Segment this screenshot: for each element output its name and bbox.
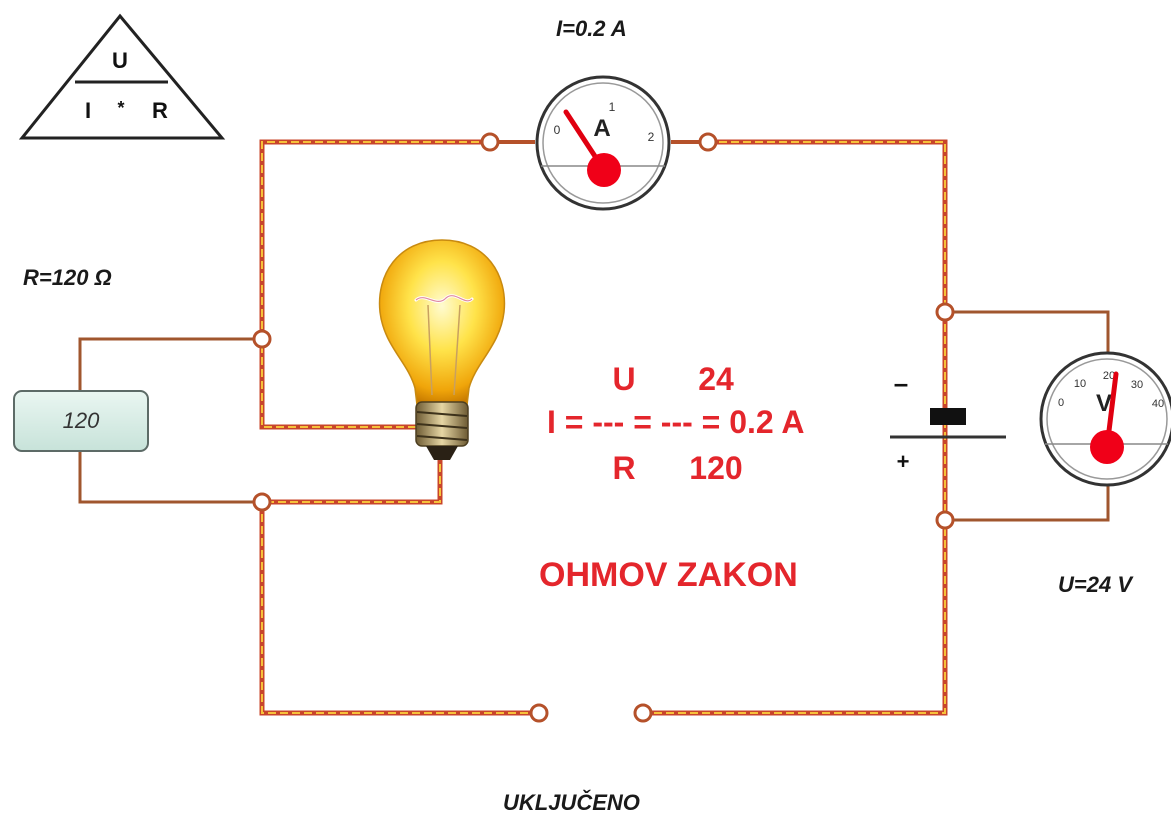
ammeter: A 0 1 2 [498, 75, 700, 211]
current-label: I=0.2 A [556, 16, 627, 41]
battery: – + [890, 368, 1006, 474]
voltmeter-tick-0: 0 [1058, 397, 1064, 409]
formula-main-line: I = --- = --- = 0.2 A [547, 404, 805, 440]
switch-terminal-left[interactable] [529, 703, 549, 723]
triangle-i: I [85, 98, 91, 123]
voltmeter: V 0 10 20 30 40 [1039, 351, 1171, 487]
ammeter-tick-0: 0 [554, 123, 561, 137]
ohm-triangle: U I * R [18, 13, 226, 140]
diagram-title: OHMOV ZAKON [539, 556, 798, 594]
triangle-u: U [112, 48, 128, 73]
voltmeter-unit: V [1096, 390, 1112, 417]
resistance-label: R=120 Ω [23, 265, 112, 290]
triangle-r: R [152, 98, 168, 123]
triangle-operator: * [117, 98, 124, 118]
formula-num-symbol: U [612, 361, 635, 397]
battery-minus: – [894, 368, 908, 398]
switch-terminal-right[interactable] [633, 703, 653, 723]
ohm-formula: U 24 I = --- = --- = 0.2 A R 120 [547, 361, 805, 486]
voltage-label: U=24 V [1058, 572, 1132, 597]
ammeter-pivot [587, 153, 621, 187]
formula-num-value: 24 [698, 361, 734, 397]
resistance-input[interactable]: 120 [13, 390, 149, 452]
resistance-input-value: 120 [62, 408, 100, 433]
ammeter-tick-2: 2 [648, 130, 655, 144]
battery-plus: + [897, 449, 910, 474]
voltmeter-tick-30: 30 [1131, 379, 1143, 391]
voltmeter-tick-40: 40 [1152, 398, 1164, 410]
circuit-wires [78, 139, 1110, 716]
formula-den-symbol: R [612, 450, 635, 486]
voltmeter-pivot [1090, 430, 1124, 464]
voltmeter-tick-20: 20 [1103, 370, 1115, 382]
status-label: UKLJUČENO [503, 790, 640, 815]
light-bulb-icon [378, 239, 506, 460]
formula-den-value: 120 [689, 450, 742, 486]
ammeter-tick-1: 1 [609, 100, 616, 114]
ammeter-unit: A [593, 115, 610, 142]
voltmeter-tick-10: 10 [1074, 378, 1086, 390]
